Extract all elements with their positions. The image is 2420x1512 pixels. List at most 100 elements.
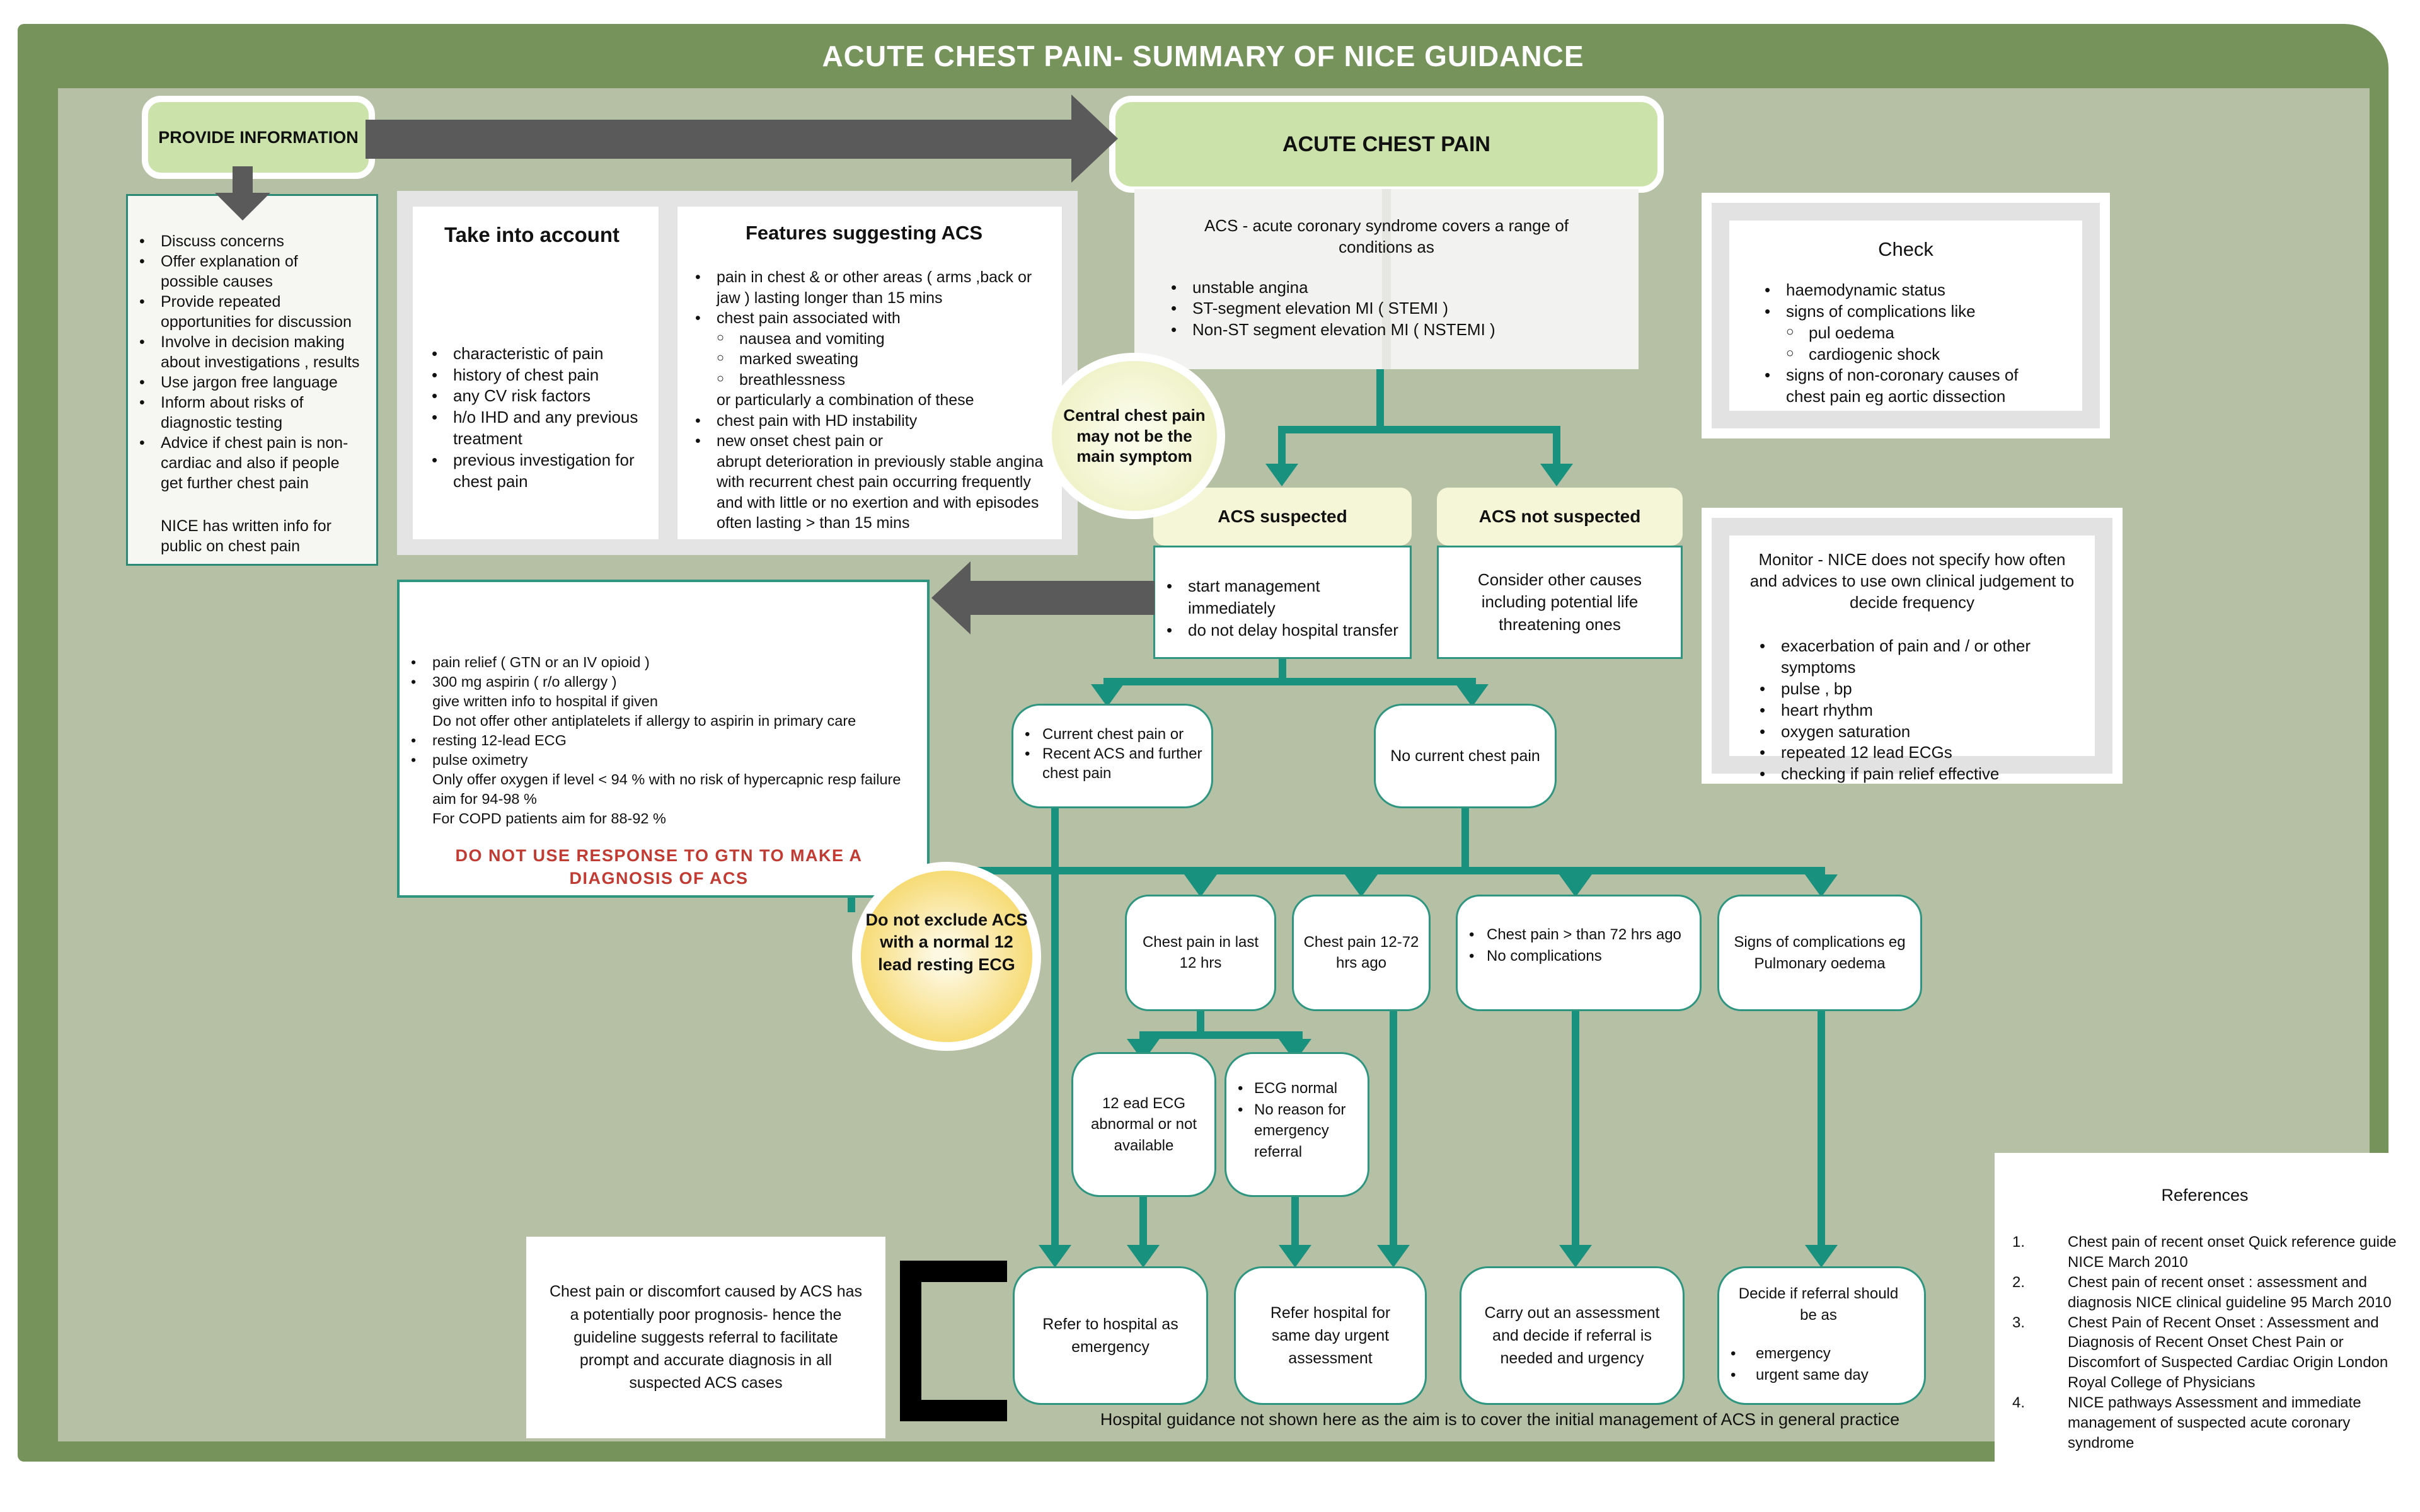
- node-label: Carry out an assessment and decide if re…: [1484, 1303, 1660, 1368]
- list-item: oxygen saturation: [1748, 721, 2076, 743]
- node-refer-emergency: Refer to hospital as emergency: [1013, 1266, 1208, 1405]
- node-chest-pain-last-12hrs: Chest pain in last 12 hrs: [1125, 895, 1276, 1011]
- node-label: ACUTE CHEST PAIN: [1282, 132, 1490, 156]
- node-label: Decide if referral should be as: [1738, 1285, 1899, 1324]
- node-label: No current chest pain: [1390, 747, 1540, 765]
- panel-features-suggesting-acs: Features suggesting ACS pain in chest & …: [677, 207, 1062, 539]
- list-subitem: cardiogenic shock: [1753, 344, 2058, 365]
- arrow-down-icon: [1805, 1245, 1838, 1268]
- flow-line: [1278, 432, 1286, 465]
- list-item: pulse oximetry: [400, 750, 918, 770]
- note-text: Chest pain or discomfort caused by ACS h…: [549, 1283, 863, 1392]
- panel-text: Consider other causes including potentia…: [1477, 570, 1642, 634]
- node-ecg-abnormal: 12 ead ECG abnormal or not available: [1071, 1052, 1216, 1197]
- panel-monitor: Monitor - NICE does not specify how ofte…: [1702, 508, 2123, 785]
- list-item: signs of complications like: [1753, 301, 2058, 323]
- panel-title: Take into account: [444, 223, 620, 246]
- node-label: ACS not suspected: [1478, 507, 1641, 526]
- flow-line: [1051, 808, 1059, 1246]
- note-central-chest-pain: Central chest pain may not be the main s…: [1044, 353, 1225, 519]
- arrow-down-icon: [1456, 684, 1489, 707]
- list-item: signs of non-coronary causes of chest pa…: [1753, 365, 2058, 408]
- list-item: emergency: [1719, 1343, 1918, 1365]
- flow-line: [1291, 1197, 1299, 1247]
- list-item: heart rhythm: [1748, 700, 2076, 721]
- node-chest-pain-12-72hrs: Chest pain 12-72 hrs ago: [1292, 895, 1431, 1011]
- list-item: Inform about risks of diagnostic testing: [128, 392, 360, 433]
- node-label: Chest pain in last 12 hrs: [1142, 934, 1259, 971]
- note-text: NICE has written info for public on ches…: [161, 517, 331, 555]
- flow-line: [1376, 368, 1384, 433]
- list-item: h/o IHD and any previous treatment: [420, 407, 643, 450]
- arrow-down-icon: [1805, 874, 1838, 897]
- node-acs-not-suspected: ACS not suspected: [1437, 488, 1683, 546]
- flow-line: [1390, 1011, 1397, 1246]
- node-carry-out-assessment: Carry out an assessment and decide if re…: [1460, 1266, 1685, 1405]
- list-item: 300 mg aspirin ( r/o allergy ): [400, 672, 918, 692]
- flow-line: [1278, 426, 1560, 433]
- panel-acs-not-suspected-actions: Consider other causes including potentia…: [1437, 546, 1683, 659]
- list-item: exacerbation of pain and / or other symp…: [1748, 636, 2076, 679]
- page-title: ACUTE CHEST PAIN- SUMMARY OF NICE GUIDAN…: [822, 40, 1584, 72]
- list-item-continuation: aim for 94-98 %: [432, 791, 537, 808]
- list-item: pain in chest & or other areas ( arms ,b…: [684, 267, 1044, 308]
- list-item: Current chest pain or: [1013, 724, 1205, 744]
- bracket-icon: [900, 1400, 1007, 1421]
- node-ecg-normal: ECG normal No reason for emergency refer…: [1224, 1052, 1369, 1197]
- flow-line: [848, 867, 1825, 874]
- list-item: start management immediately: [1155, 575, 1403, 619]
- reference-item: Chest pain of recent onset : assessment …: [2068, 1273, 2392, 1311]
- reference-number: 3.: [2012, 1314, 2025, 1331]
- list-item: repeated 12 lead ECGs: [1748, 742, 2076, 764]
- arrow-left-shaft: [971, 581, 1155, 615]
- panel-acs-suspected-actions: start management immediately do not dela…: [1153, 546, 1412, 659]
- list-item: Non-ST segment elevation MI ( NSTEMI ): [1160, 319, 1639, 341]
- list-item: Recent ACS and further chest pain: [1013, 744, 1205, 783]
- flow-line: [1197, 1011, 1204, 1036]
- arrow-down-icon: [1559, 1245, 1592, 1268]
- list-item: previous investigation for chest pain: [420, 450, 643, 493]
- footer-note: Hospital guidance not shown here as the …: [1100, 1410, 1900, 1429]
- node-current-chest-pain: Current chest pain or Recent ACS and fur…: [1011, 704, 1213, 808]
- list-item: ST-segment elevation MI ( STEMI ): [1160, 298, 1639, 319]
- node-label: Refer hospital for same day urgent asses…: [1270, 1303, 1391, 1368]
- reference-item: Chest Pain of Recent Onset : Assessment …: [2068, 1314, 2388, 1392]
- node-label: Refer to hospital as emergency: [1042, 1315, 1178, 1356]
- list-item: pulse , bp: [1748, 679, 2076, 700]
- panel-title: References: [2161, 1186, 2249, 1205]
- list-subitem: pul oedema: [1753, 323, 2058, 344]
- node-label: PROVIDE INFORMATION: [158, 127, 359, 147]
- list-item: pain relief ( GTN or an IV opioid ): [400, 653, 918, 672]
- panel-provide-information-details: Discuss concerns Offer explanation of po…: [126, 194, 378, 566]
- bracket-icon: [900, 1261, 1007, 1282]
- list-item: any CV risk factors: [420, 386, 643, 407]
- list-item: urgent same day: [1719, 1365, 1918, 1386]
- arrow-down-icon: [1091, 684, 1124, 707]
- list-subitem: marked sweating: [684, 349, 1044, 370]
- note-prognosis: Chest pain or discomfort caused by ACS h…: [526, 1237, 885, 1438]
- flow-line: [1818, 1011, 1825, 1246]
- list-item-continuation: give written info to hospital if given: [432, 693, 658, 710]
- panel-check: Check haemodynamic status signs of compl…: [1702, 193, 2110, 438]
- flow-line: [1572, 1011, 1579, 1246]
- arrow-down-icon: [1345, 874, 1378, 897]
- node-refer-same-day: Refer hospital for same day urgent asses…: [1234, 1266, 1427, 1405]
- arrow-down-shaft: [233, 166, 253, 194]
- arrow-down-icon: [1279, 1245, 1311, 1268]
- list-item: Use jargon free language: [128, 372, 360, 392]
- arrow-right-icon: [1071, 94, 1118, 183]
- note-text: Do not exclude ACS with a normal 12 lead…: [865, 910, 1028, 974]
- node-provide-information: PROVIDE INFORMATION: [142, 96, 375, 179]
- flow-line: [1279, 659, 1286, 682]
- arrow-down-icon: [1265, 464, 1298, 486]
- note-do-not-exclude-acs: Do not exclude ACS with a normal 12 lead…: [852, 862, 1041, 1051]
- panel-acs-definition: ACS - acute coronary syndrome covers a r…: [1134, 189, 1639, 369]
- node-label: 12 ead ECG abnormal or not available: [1090, 1094, 1197, 1154]
- arrow-down-icon: [1540, 464, 1573, 486]
- flow-line: [1461, 808, 1469, 872]
- list-item-continuation: or particularly a combination of these: [717, 391, 974, 410]
- list-item: do not delay hospital transfer: [1155, 619, 1403, 641]
- arrow-down-icon: [1127, 1245, 1160, 1268]
- panel-title: Features suggesting ACS: [745, 222, 983, 244]
